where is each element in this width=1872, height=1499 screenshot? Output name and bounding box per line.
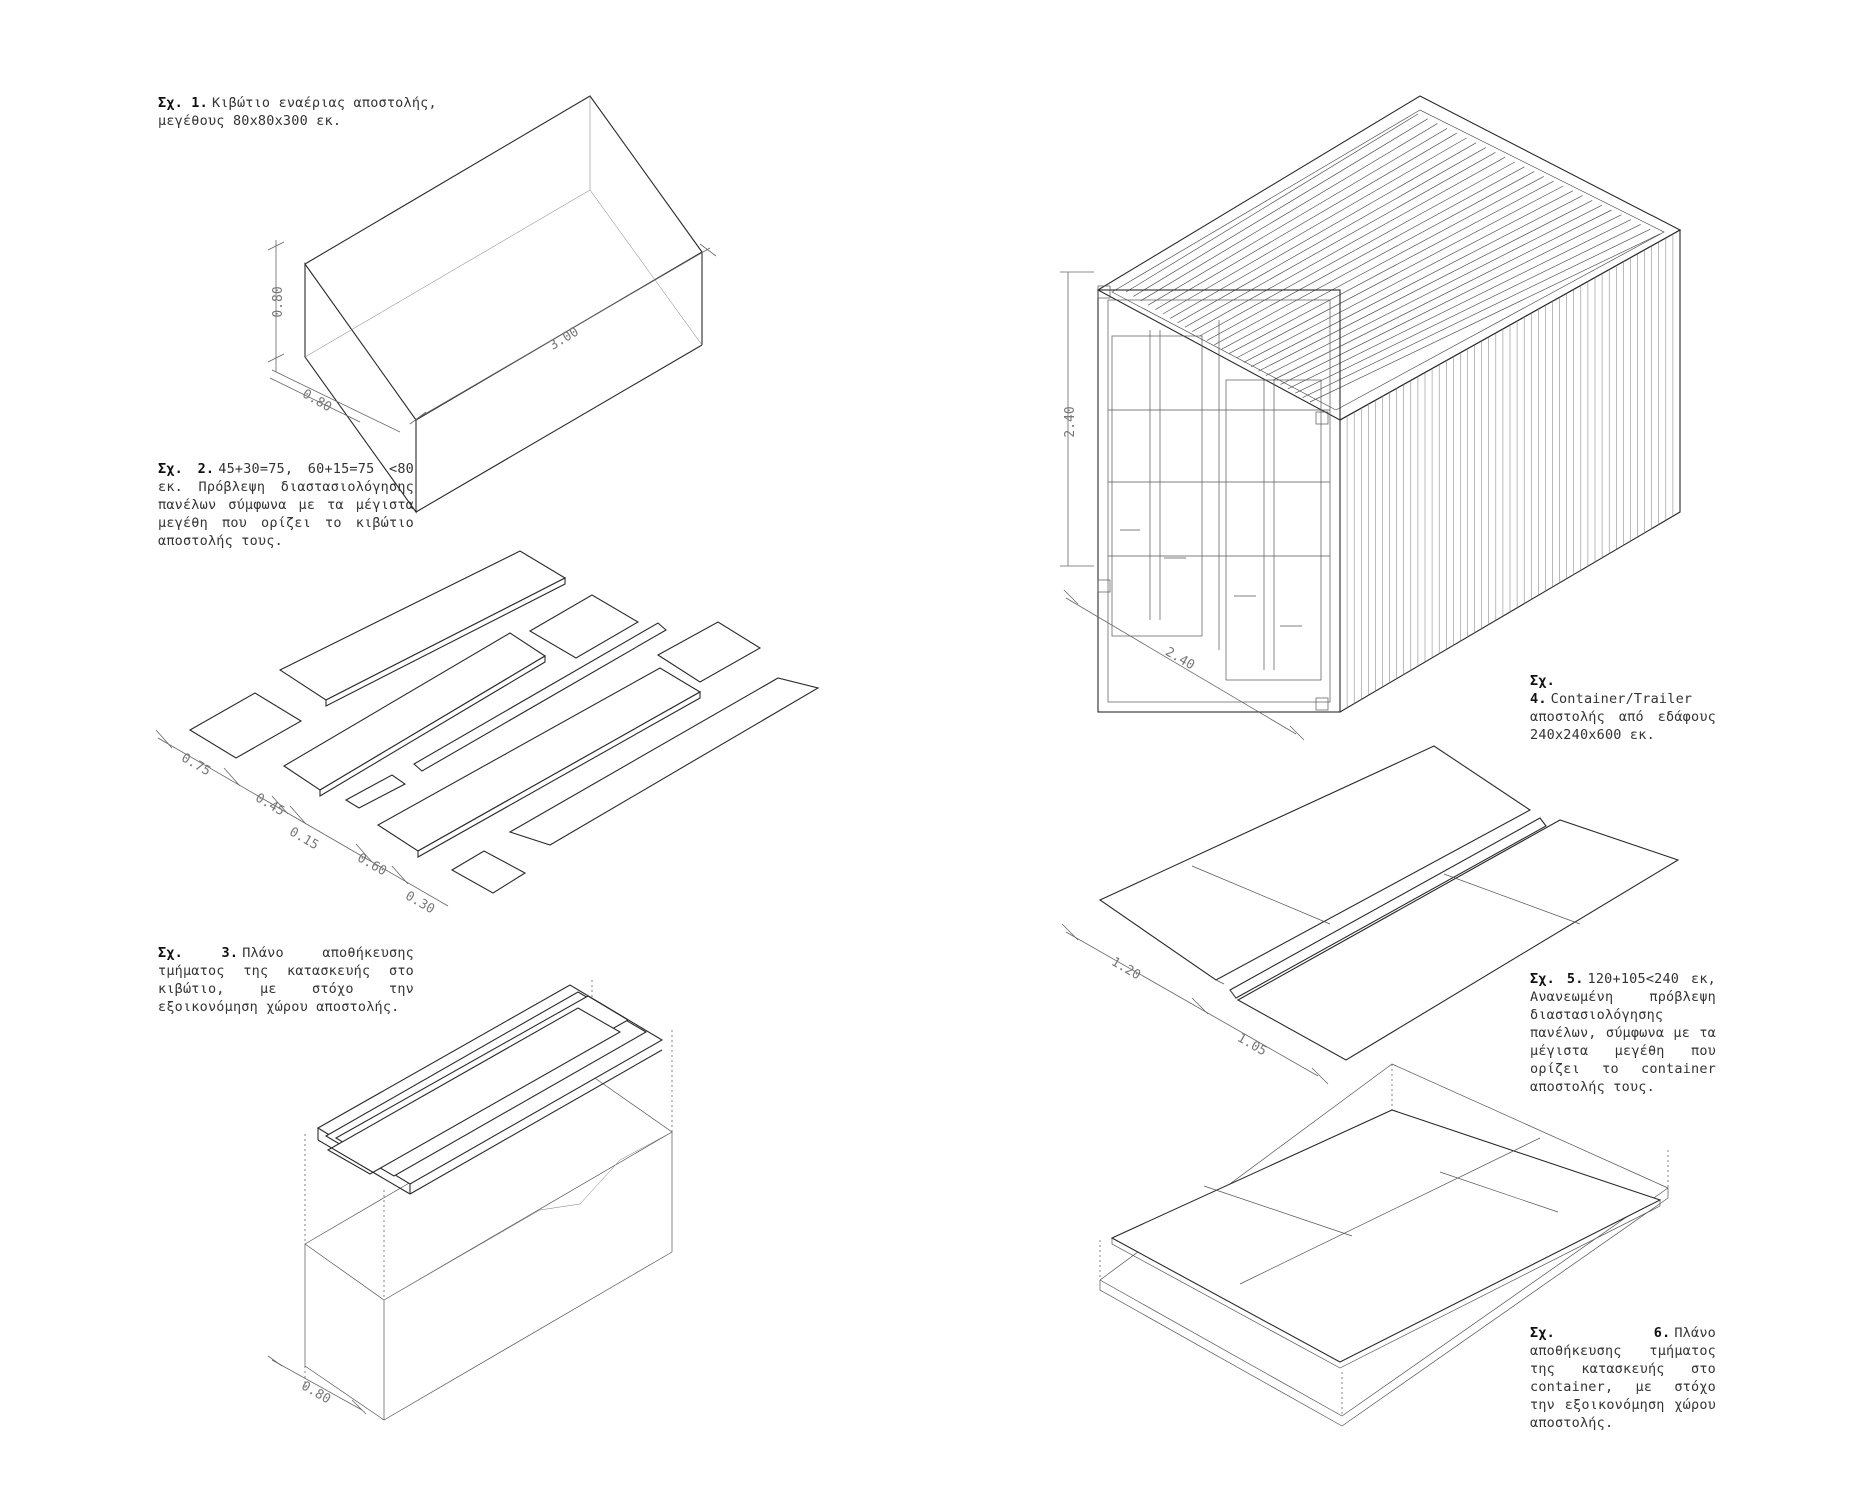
roof-rib [1228, 180, 1554, 354]
caption-fig1-text: Κιβώτιο εναέριας αποστολής, μεγέθους 80x… [158, 95, 437, 129]
fig5-dim-2: 1.05 [1234, 1031, 1269, 1060]
roof-rib [1155, 132, 1457, 310]
caption-fig6-text: Πλάνο αποθήκευσης τμήματος της κατασκευή… [1530, 1325, 1716, 1431]
roof-rib [1125, 113, 1419, 293]
roof-rib [1214, 171, 1535, 346]
fig2-dim-1: 0.75 [178, 751, 213, 780]
roof-rib [1273, 209, 1612, 381]
fig5-panels [1098, 745, 1680, 1061]
caption-fig3: Σχ. 3.Πλάνο αποθήκευσης τμήματος της κατ… [158, 944, 414, 1016]
fig6-container-storage [1099, 1063, 1669, 1427]
roof-rib [1250, 195, 1583, 368]
roof-rib [1169, 142, 1477, 319]
container-roof-ribs [1125, 113, 1661, 403]
caption-fig3-text: Πλάνο αποθήκευσης τμήματος της κατασκευή… [158, 945, 415, 1015]
caption-fig1: Σχ. 1.Κιβώτιο εναέριας αποστολής, μεγέθο… [158, 94, 438, 130]
roof-rib [1302, 228, 1651, 398]
caption-fig4-label: Σχ. 4. [1530, 673, 1555, 707]
roof-rib [1177, 147, 1486, 324]
roof-rib [1133, 118, 1428, 297]
fig2-dim-5: 0.30 [402, 889, 437, 918]
caption-fig2-text: 45+30=75, 60+15=75 <80 εκ. Πρόβλεψη διασ… [158, 461, 415, 549]
fig1-dim-height: 0.80 [271, 286, 286, 317]
roof-rib [1236, 185, 1564, 359]
caption-fig6-label: Σχ. 6. [1530, 1325, 1671, 1341]
roof-rib [1258, 200, 1593, 372]
fig2-panels [188, 550, 820, 894]
caption-fig5-label: Σχ. 5. [1530, 971, 1584, 987]
caption-fig1-label: Σχ. 1. [158, 95, 208, 111]
fig1-crate [304, 95, 703, 514]
roof-rib [1147, 128, 1448, 306]
caption-fig4: Σχ. 4.Container/Trailer αποστολής από εδ… [1530, 672, 1716, 744]
fig5-dim-1: 1.20 [1108, 955, 1143, 984]
roof-rib [1192, 156, 1506, 332]
caption-fig6: Σχ. 6.Πλάνο αποθήκευσης τμήματος της κατ… [1530, 1324, 1716, 1432]
roof-rib [1221, 176, 1545, 350]
fig2-dim-3: 0.15 [286, 825, 321, 854]
caption-fig4-text: Container/Trailer αποστολής από εδάφους … [1530, 691, 1716, 743]
roof-rib [1140, 123, 1438, 302]
fig4-dim-width: 2.40 [1162, 645, 1197, 674]
roof-rib [1243, 190, 1574, 363]
caption-fig2: Σχ. 2.45+30=75, 60+15=75 <80 εκ. Πρόβλεψ… [158, 460, 414, 550]
roof-rib [1265, 204, 1603, 376]
fig2-dim-4: 0.60 [354, 851, 389, 880]
fig4-container [1096, 95, 1682, 713]
roof-rib [1206, 166, 1525, 341]
fig2-dim-2: 0.45 [252, 791, 287, 820]
roof-rib [1162, 137, 1467, 315]
roof-rib [1287, 219, 1632, 390]
roof-rib [1199, 161, 1515, 337]
fig3-dimensions: 0.80 [267, 1355, 367, 1415]
roof-rib [1309, 233, 1661, 403]
roof-rib [1295, 224, 1641, 394]
fig4-dim-height: 2.40 [1063, 406, 1078, 437]
container-side-ribs [1346, 233, 1674, 708]
fig1-dim-length: 3.00 [547, 325, 582, 354]
caption-fig2-label: Σχ. 2. [158, 461, 215, 477]
fig3-crate-storage [304, 980, 673, 1421]
fig1-dimensions: 0.80 3.00 0.80 [267, 240, 717, 433]
roof-rib [1184, 152, 1496, 328]
caption-fig5-text: 120+105<240 εκ, Ανανεωμένη πρόβλεψη διασ… [1530, 971, 1717, 1095]
fig4-dimensions: 2.40 2.40 [1060, 271, 1305, 741]
roof-rib [1280, 214, 1622, 385]
caption-fig3-label: Σχ. 3. [158, 945, 239, 961]
fig3-dim-width: 0.80 [298, 1379, 333, 1408]
caption-fig5: Σχ. 5.120+105<240 εκ, Ανανεωμένη πρόβλεψ… [1530, 970, 1716, 1096]
